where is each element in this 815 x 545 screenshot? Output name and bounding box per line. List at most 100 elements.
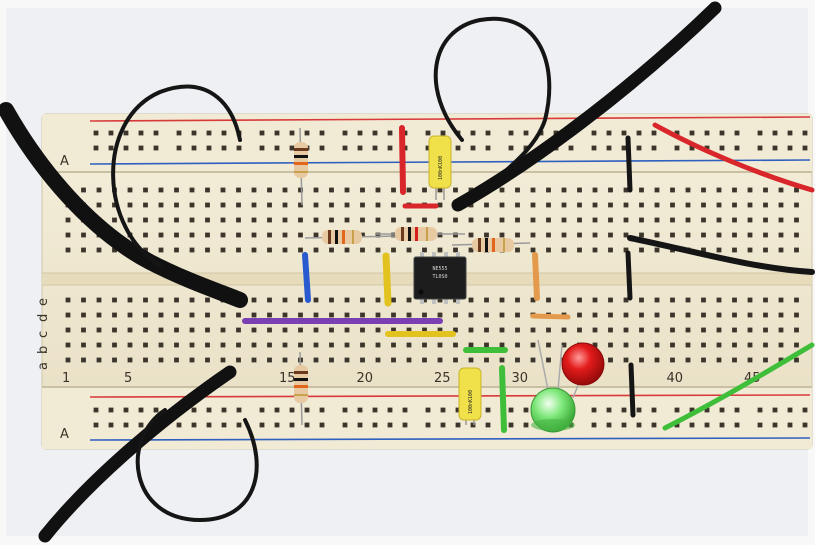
hole <box>794 232 799 238</box>
green-jumper-vertical <box>499 365 507 433</box>
hole <box>189 202 195 208</box>
hole <box>357 422 363 428</box>
hole <box>191 145 197 151</box>
hole <box>422 187 427 193</box>
hole <box>205 232 210 238</box>
hole <box>530 187 536 193</box>
hole <box>127 342 133 348</box>
hole <box>267 327 272 333</box>
hole <box>127 327 133 333</box>
hole <box>468 297 474 303</box>
hole <box>298 312 303 318</box>
hole <box>206 145 212 151</box>
hole <box>189 312 195 318</box>
hole <box>220 312 226 318</box>
hole <box>639 342 644 348</box>
hole <box>391 327 396 333</box>
hole <box>158 357 164 363</box>
hole <box>732 247 737 253</box>
hole <box>422 297 427 303</box>
hole <box>794 357 799 363</box>
hole <box>732 187 737 193</box>
hole <box>763 312 768 318</box>
hole <box>546 357 551 363</box>
hole <box>670 327 675 333</box>
hole <box>425 422 431 428</box>
hole <box>608 297 613 303</box>
hole <box>716 342 722 348</box>
hole <box>763 297 768 303</box>
hole <box>747 217 753 223</box>
hole <box>65 327 71 333</box>
hole <box>577 232 582 238</box>
hole <box>387 130 393 136</box>
hole <box>344 327 350 333</box>
hole <box>282 327 288 333</box>
hole <box>220 202 226 208</box>
hole <box>546 202 551 208</box>
hole <box>174 327 179 333</box>
hole <box>453 342 458 348</box>
hole <box>344 342 350 348</box>
hole <box>670 232 675 238</box>
hole <box>313 312 319 318</box>
bottom-red-rail-line <box>89 394 811 398</box>
hole <box>639 217 644 223</box>
hole <box>455 145 461 151</box>
hole <box>81 247 86 253</box>
orange-jumper-vertical <box>532 252 540 301</box>
hole <box>375 357 381 363</box>
hole <box>508 145 514 151</box>
hole <box>763 202 768 208</box>
hole <box>289 407 295 413</box>
hole <box>802 422 808 428</box>
hole <box>716 247 722 253</box>
hole <box>313 342 319 348</box>
row-letter-e: e <box>36 298 51 306</box>
hole <box>342 422 348 428</box>
hole <box>437 312 443 318</box>
hole <box>274 407 280 413</box>
black-jumper-middle <box>625 250 633 301</box>
hole <box>406 357 412 363</box>
hole <box>591 130 597 136</box>
hole <box>360 357 365 363</box>
hole <box>763 232 768 238</box>
hole <box>205 202 210 208</box>
hole <box>329 202 334 208</box>
capacitor-bottom-marking: 100nK100 <box>468 390 474 414</box>
hole <box>81 232 86 238</box>
hole <box>189 327 195 333</box>
row-letter-d: d <box>36 314 51 322</box>
hole <box>138 130 144 136</box>
hole <box>437 202 443 208</box>
hole <box>298 232 303 238</box>
hole <box>485 407 491 413</box>
hole <box>375 312 381 318</box>
hole <box>484 217 489 223</box>
hole <box>623 232 629 238</box>
hole <box>174 357 179 363</box>
hole <box>639 232 644 238</box>
black-loop-top <box>433 16 552 187</box>
hole <box>654 247 660 253</box>
hole <box>143 327 148 333</box>
hole <box>623 342 629 348</box>
hole <box>455 407 461 413</box>
hole <box>138 407 144 413</box>
hole <box>608 327 613 333</box>
hole <box>360 202 365 208</box>
hole <box>592 217 598 223</box>
hole <box>561 247 567 253</box>
hole <box>153 145 159 151</box>
hole <box>778 297 784 303</box>
hole <box>515 187 520 193</box>
black-jumper-top <box>625 135 633 193</box>
hole <box>236 407 242 413</box>
hole <box>530 217 536 223</box>
hole <box>391 202 396 208</box>
hole <box>716 187 722 193</box>
hole <box>138 422 144 428</box>
hole <box>158 202 164 208</box>
led-green <box>530 339 576 433</box>
